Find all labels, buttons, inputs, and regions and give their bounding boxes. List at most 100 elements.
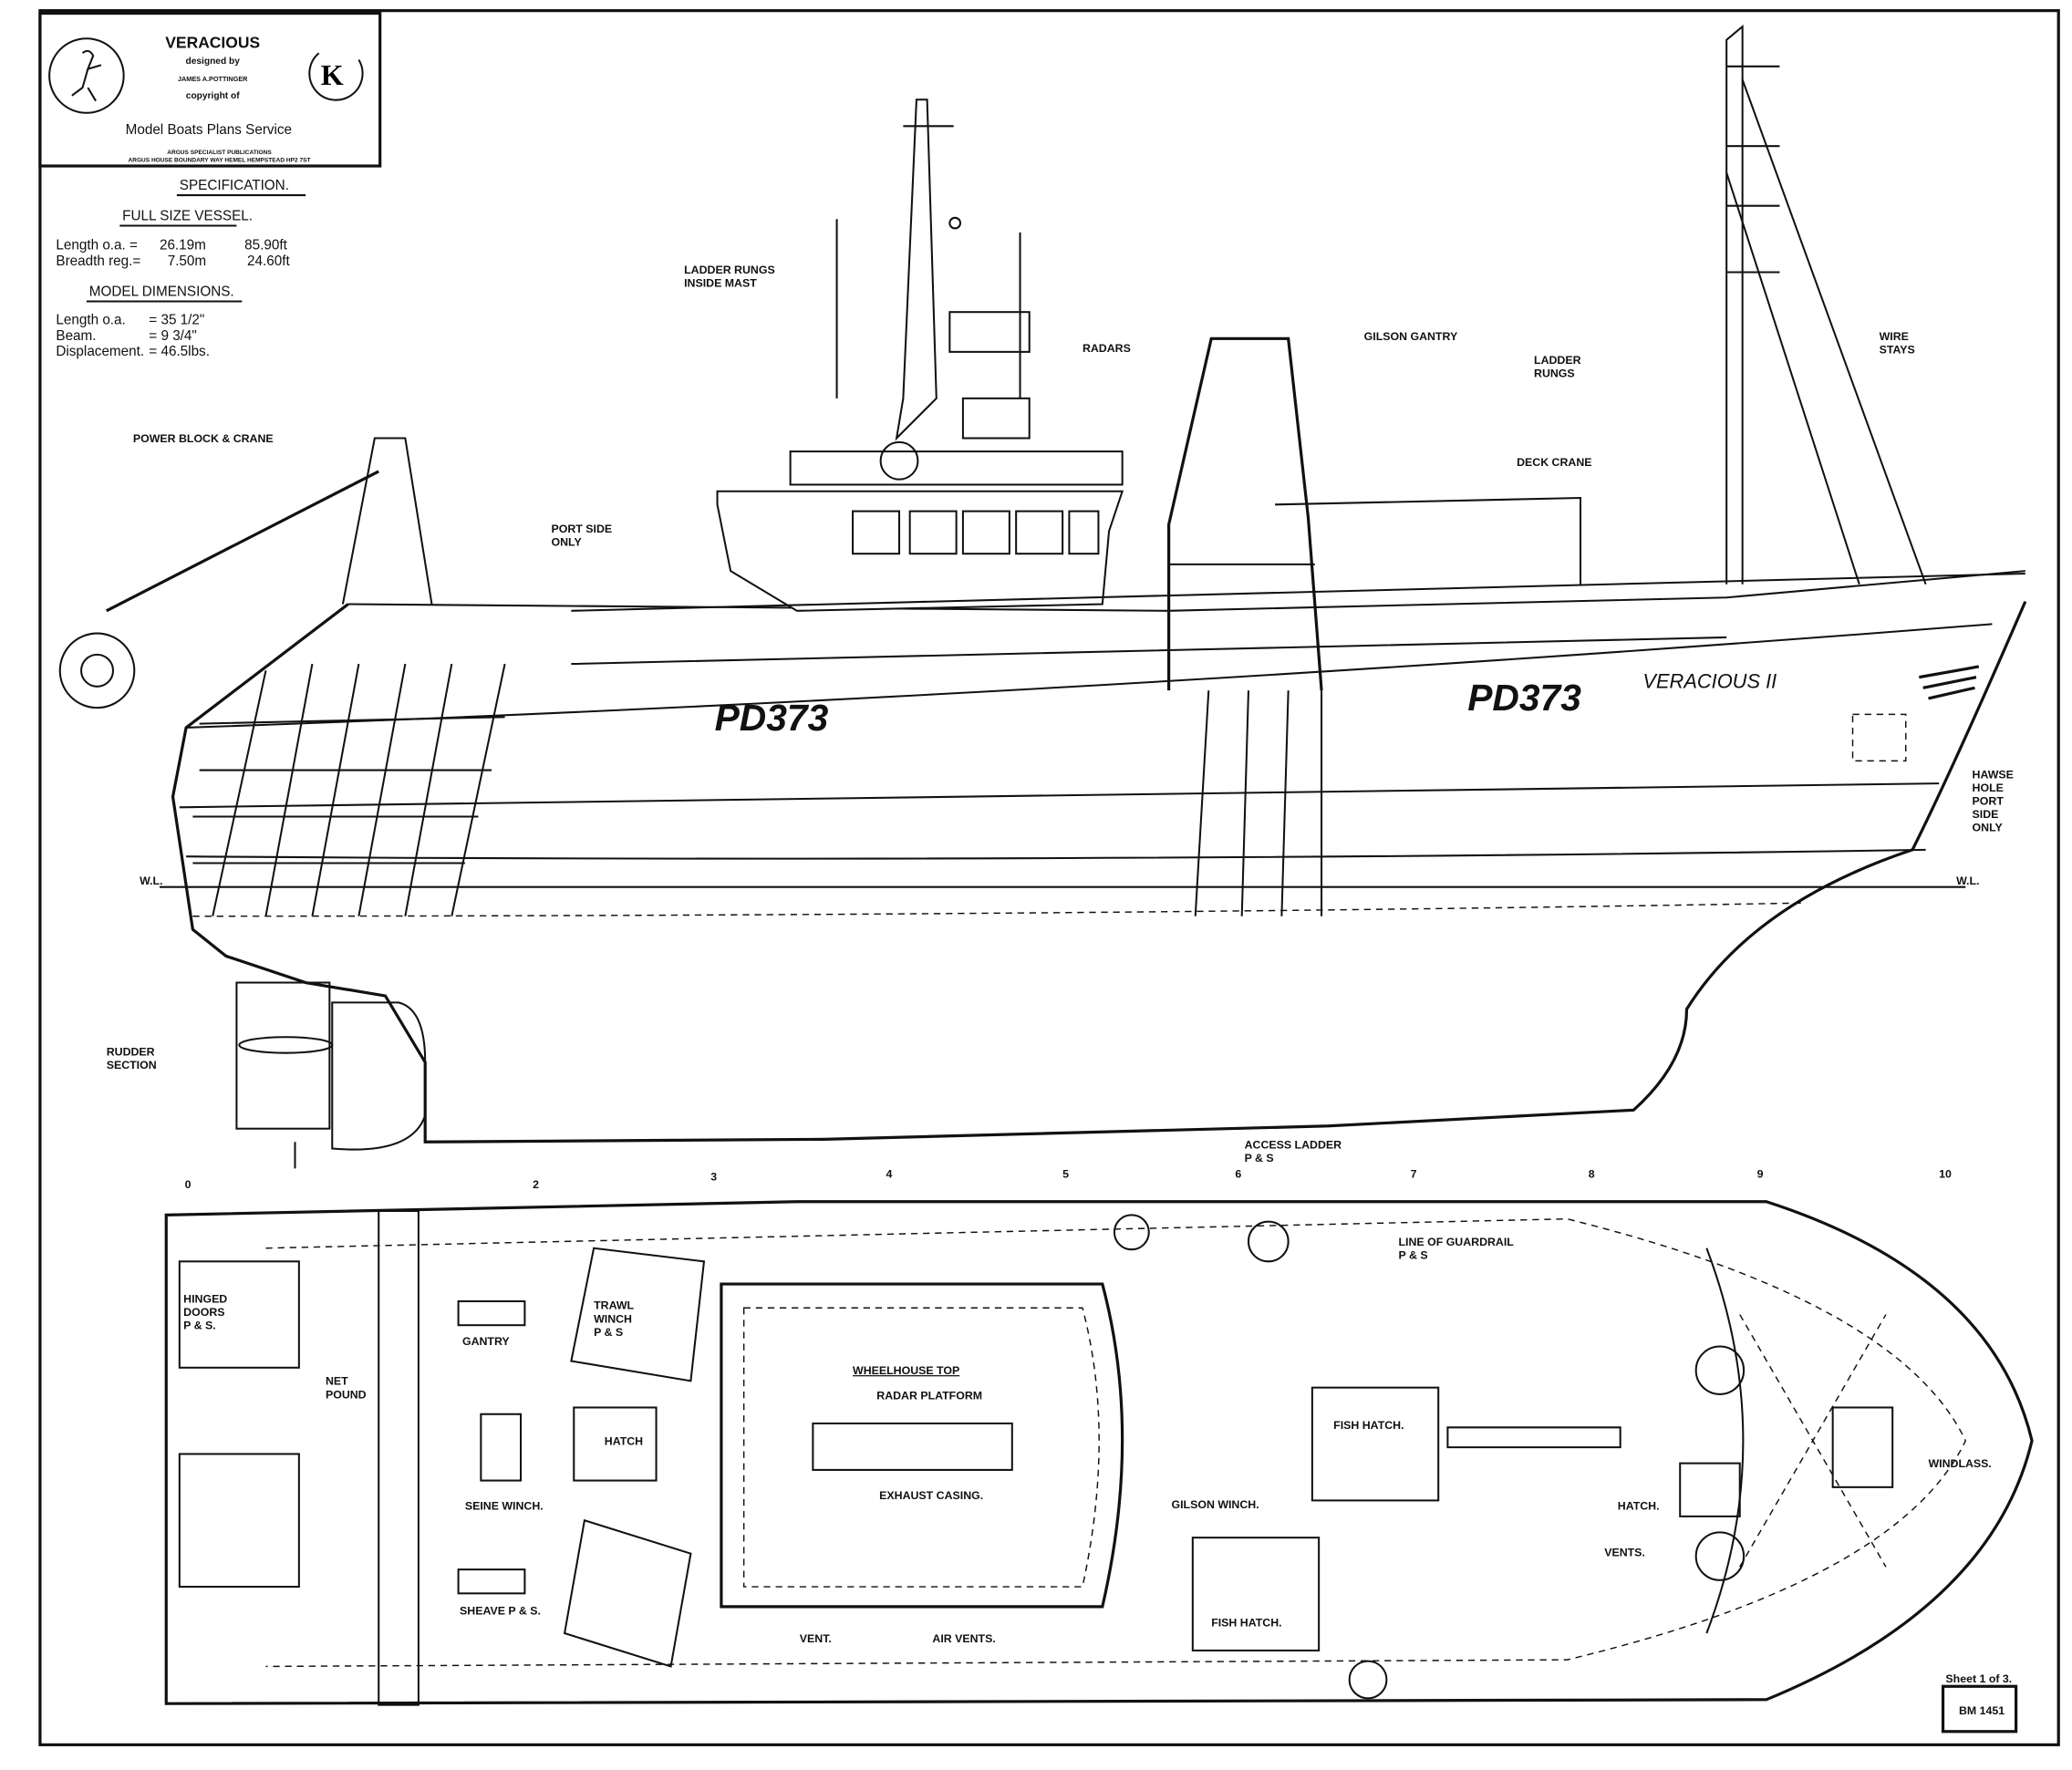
station-number: 5	[1062, 1168, 1069, 1181]
rudder-section	[238, 1036, 334, 1054]
boat-name: VERACIOUS II	[1642, 669, 1777, 692]
station-number: 2	[533, 1178, 539, 1191]
label: GILSON WINCH.	[1172, 1498, 1259, 1511]
label: LADDER RUNGS	[684, 264, 775, 276]
label: RUDDER	[107, 1046, 155, 1059]
hatch-aft	[573, 1406, 658, 1482]
designer-name: JAMES A.POTTINGER	[178, 75, 248, 83]
label: ONLY	[1973, 822, 2004, 834]
designer-logo	[48, 37, 125, 114]
radar-platform	[812, 1422, 1013, 1471]
label: SIDE	[1973, 808, 1999, 821]
label: P & S.	[183, 1320, 216, 1332]
guardrail-line	[265, 1217, 1967, 1668]
fish-hatch-mid	[1191, 1537, 1321, 1651]
radar	[948, 311, 1031, 353]
label: SECTION	[107, 1059, 157, 1071]
label: HATCH.	[1618, 1500, 1660, 1513]
title-block: VERACIOUS designed by JAMES A.POTTINGER …	[38, 11, 382, 168]
lifebuoy	[1348, 1660, 1388, 1700]
fish-hatch-fwd	[1311, 1386, 1440, 1502]
full-size-heading: FULL SIZE VESSEL.	[122, 209, 253, 224]
spec-value: 7.50m	[168, 254, 206, 269]
label: WIRE	[1880, 330, 1909, 343]
label: EXHAUST CASING.	[879, 1489, 983, 1502]
spec-label: Length o.a.	[56, 312, 125, 327]
publisher-address: ARGUS HOUSE BOUNDARY WAY HEMEL HEMPSTEAD…	[129, 158, 311, 164]
label: HAWSE	[1973, 768, 2014, 781]
company-emblem	[879, 440, 919, 481]
spec-value: = 46.5lbs.	[149, 344, 210, 359]
crane-boom	[105, 470, 379, 613]
gilson-gantry	[1167, 336, 1323, 691]
label: ACCESS LADDER	[1245, 1139, 1342, 1152]
label: FISH HATCH.	[1333, 1419, 1404, 1432]
spec-label: Beam.	[56, 328, 96, 344]
label: DECK CRANE	[1517, 456, 1591, 469]
label: W.L.	[140, 875, 162, 887]
drawing-border	[38, 9, 2060, 1746]
label: P & S	[1245, 1152, 1274, 1164]
copyright: copyright of	[186, 91, 240, 101]
label: AIR VENTS.	[932, 1632, 995, 1645]
label: RUNGS	[1534, 367, 1575, 380]
deck-outline	[164, 1200, 2034, 1705]
foremast	[1725, 24, 1744, 585]
stern-gantry	[341, 437, 433, 605]
label: P & S	[1399, 1248, 1428, 1261]
hinged-door	[178, 1260, 300, 1369]
plan-view: LINE OF GUARDRAIL P & S HINGED DOORS P &…	[164, 1200, 2034, 1706]
label: SEINE WINCH.	[465, 1500, 544, 1513]
label: RADAR PLATFORM	[876, 1390, 982, 1403]
specification: SPECIFICATION. FULL SIZE VESSEL. Length …	[56, 178, 306, 359]
vent	[1694, 1531, 1746, 1581]
station-number: 10	[1939, 1168, 1952, 1181]
power-block	[58, 632, 136, 709]
station-number: 9	[1757, 1168, 1764, 1181]
label: PORT	[1973, 794, 2005, 807]
deck-crane	[1275, 497, 1582, 585]
station-number: 6	[1235, 1168, 1241, 1181]
station-numbers: 0 2 3 4 5 6 7 8 9 10	[185, 1168, 1952, 1192]
registration-fwd: PD373	[1467, 677, 1581, 719]
hinged-door	[178, 1453, 300, 1589]
spec-value: 26.19m	[160, 238, 206, 254]
label: FISH HATCH.	[1211, 1617, 1281, 1630]
wire-stay	[1741, 79, 1927, 585]
seine-winch	[480, 1413, 523, 1482]
hawse-hole	[1851, 713, 1907, 762]
spec-value: 24.60ft	[247, 254, 290, 269]
label: VENT.	[800, 1632, 832, 1645]
registration-aft: PD373	[715, 697, 829, 739]
spec-label: Length o.a. =	[56, 238, 138, 254]
label: W.L.	[1956, 875, 1979, 887]
label: HOLE	[1973, 781, 2004, 794]
model-heading: MODEL DIMENSIONS.	[89, 285, 234, 300]
station-number: 7	[1411, 1168, 1417, 1181]
label: RADARS	[1083, 342, 1131, 355]
label: POUND	[326, 1388, 367, 1401]
station-number: 4	[886, 1168, 892, 1181]
label: GILSON GANTRY	[1364, 330, 1458, 343]
label: NET	[326, 1375, 348, 1388]
k-logo: K	[321, 58, 344, 91]
label: WINCH	[594, 1312, 632, 1325]
label: HATCH	[605, 1434, 643, 1447]
spec-value: = 35 1/2"	[149, 312, 204, 327]
spec-label: Displacement.	[56, 344, 144, 359]
label: VENTS.	[1604, 1547, 1645, 1559]
sheet-number: Sheet 1 of 3.	[1945, 1672, 2012, 1685]
label: WHEELHOUSE TOP	[853, 1364, 959, 1377]
profile-view: PD373 PD373 VERACIOUS II LADDER RUNGS IN…	[58, 24, 2027, 1169]
label: SHEAVE P & S.	[460, 1605, 541, 1618]
spec-label: Breadth reg.=	[56, 254, 140, 269]
spec-value: 85.90ft	[244, 238, 287, 254]
station-number: 0	[185, 1178, 192, 1191]
plans-service: Model Boats Plans Service	[126, 122, 292, 138]
trawl-winch	[563, 1518, 692, 1668]
label: P & S	[594, 1326, 623, 1339]
hatch-fwd	[1679, 1462, 1741, 1517]
trawl-winch	[570, 1247, 706, 1382]
hull-profile	[171, 600, 2027, 1144]
label: WINDLASS.	[1929, 1457, 1992, 1470]
